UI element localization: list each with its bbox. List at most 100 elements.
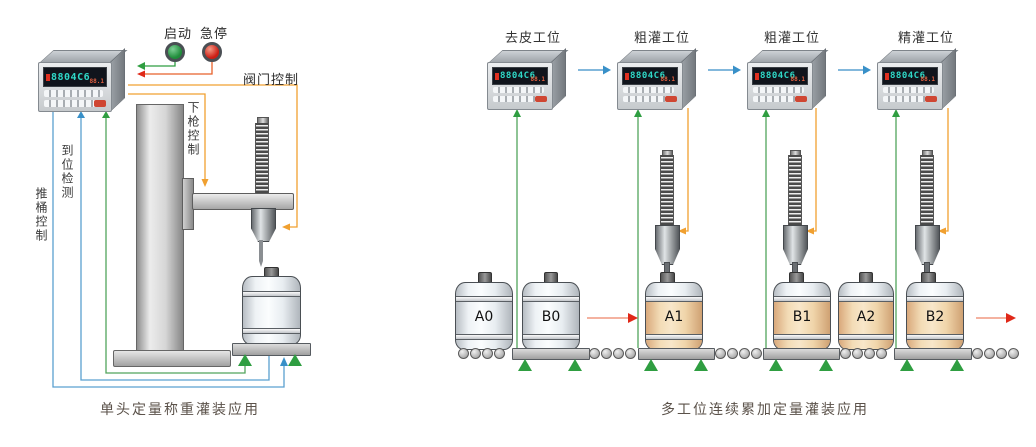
display-led-icon: [625, 72, 629, 80]
start-arrow-icon: [137, 62, 145, 70]
roller-icon: [1008, 348, 1019, 359]
barrel-b0: B0: [522, 282, 580, 350]
push-barrel-control-line: [52, 112, 285, 388]
barrel-ridge: [774, 334, 830, 340]
station2-platform: [638, 348, 715, 360]
display-led-icon: [495, 72, 499, 80]
barrel-ridge: [243, 291, 300, 297]
barrel-b1: B1: [773, 282, 831, 350]
gun-down-control-line: [128, 93, 206, 179]
barrel-fill: [774, 297, 830, 349]
display-main-value: 8804C6: [760, 71, 796, 81]
lift-screw: [255, 123, 269, 194]
loadcell-icon: [238, 354, 252, 366]
controller-front-panel: 8804C6 88.1: [487, 62, 553, 110]
display-main-value: 8804C6: [51, 71, 91, 83]
barrel-ridge: [839, 334, 893, 340]
left-diagram-caption: 单头定量称重灌装应用: [100, 402, 260, 418]
controller-front-panel: 8804C6 88.1: [747, 62, 813, 110]
comm-arrow-2-3-icon: [733, 65, 741, 75]
barrel-label: B2: [925, 309, 945, 325]
weighing-controller-station-2: 8804C6 88.1: [617, 48, 699, 110]
controller-red-keys: [94, 100, 106, 107]
controller-red-keys: [795, 96, 807, 102]
controller-display: 8804C6 88.1: [43, 67, 107, 87]
conveyor-flow-arrow-1-icon: [628, 313, 638, 323]
loadcell-icon: [694, 359, 708, 371]
roller-icon: [852, 348, 863, 359]
controller-front-panel: 8804C6 88.1: [617, 62, 683, 110]
barrel-label: A1: [664, 309, 684, 325]
barrel-single-head: [242, 276, 301, 345]
station-3-label: 粗灌工位: [763, 31, 820, 46]
display-secondary-value: 88.1: [530, 76, 545, 83]
station4-valve-line: [945, 108, 949, 232]
roller-icon: [625, 348, 636, 359]
barrel-ridge: [907, 334, 963, 340]
barrel-a1: A1: [645, 282, 703, 350]
roller-icon: [751, 348, 762, 359]
controller-display: 8804C6 88.1: [492, 67, 548, 85]
roller-icon: [613, 348, 624, 359]
display-secondary-value: 88.1: [660, 76, 675, 83]
roller-icon: [715, 348, 726, 359]
filling-needle: [259, 240, 263, 267]
controller-keypad-row: [753, 96, 804, 102]
station2-loadcell-arrow-icon: [634, 109, 642, 117]
conveyor-flow-arrow-2-icon: [1006, 313, 1016, 323]
barrel-a2: A2: [838, 282, 894, 350]
display-led-icon: [755, 72, 759, 80]
weighing-platform: [232, 343, 311, 356]
weighing-controller-station-1: 8804C6 88.1: [487, 48, 569, 110]
controller-keypad-row: [44, 100, 103, 107]
barrel-label: B0: [541, 309, 561, 325]
estop-signal-line: [144, 62, 213, 75]
controller-keypad-row: [883, 96, 934, 102]
barrel-ridge: [523, 334, 579, 340]
right-diagram-caption: 多工位连续累加定量灌装应用: [661, 402, 869, 418]
barrel-label: A0: [474, 309, 494, 325]
station4-loadcell-arrow-icon: [892, 109, 900, 117]
start-button: [165, 42, 185, 62]
controller-keypad-row: [753, 87, 804, 93]
filler-arm: [192, 193, 294, 210]
weighing-controller-station-4: 8804C6 88.1: [877, 48, 959, 110]
barrel-label: A2: [856, 309, 876, 325]
barrel-ridge: [646, 334, 702, 340]
estop-arrow-icon: [137, 70, 145, 78]
controller-keypad-row: [493, 87, 544, 93]
roller-icon: [601, 348, 612, 359]
station3-valve-arrow-icon: [806, 227, 814, 235]
comm-arrow-3-4-icon: [863, 65, 871, 75]
comm-arrow-1-2-icon: [603, 65, 611, 75]
conveyor-rollers: [458, 348, 505, 359]
display-secondary-value: 88.1: [89, 78, 104, 85]
loadcell-arrow-icon: [102, 111, 110, 118]
controller-keypad-row: [493, 96, 544, 102]
barrel-ridge: [774, 296, 830, 302]
roller-icon: [840, 348, 851, 359]
filling-valve-body: [655, 225, 680, 265]
controller-front-panel: 8804C6 88.1: [877, 62, 943, 110]
start-button-label: 启动: [164, 27, 193, 42]
roller-icon: [864, 348, 875, 359]
in-position-detect-label: 到位检测: [60, 144, 74, 200]
push-barrel-arrow-icon: [280, 357, 288, 366]
roller-icon: [984, 348, 995, 359]
station-1-label: 去皮工位: [504, 31, 561, 46]
barrel-ridge: [646, 296, 702, 302]
controller-display: 8804C6 88.1: [622, 67, 678, 85]
loadcell-icon: [644, 359, 658, 371]
roller-icon: [739, 348, 750, 359]
gun-down-control-label: 下枪控制: [186, 101, 200, 157]
roller-icon: [482, 348, 493, 359]
in-position-detect-line: [80, 118, 270, 381]
station4-platform: [894, 348, 972, 360]
controller-keypad-row: [623, 96, 674, 102]
station4-valve-arrow-icon: [938, 227, 946, 235]
display-main-value: 8804C6: [630, 71, 666, 81]
weighing-controller-station-3: 8804C6 88.1: [747, 48, 829, 110]
display-main-value: 8804C6: [500, 71, 536, 81]
barrel-ridge: [456, 296, 512, 302]
